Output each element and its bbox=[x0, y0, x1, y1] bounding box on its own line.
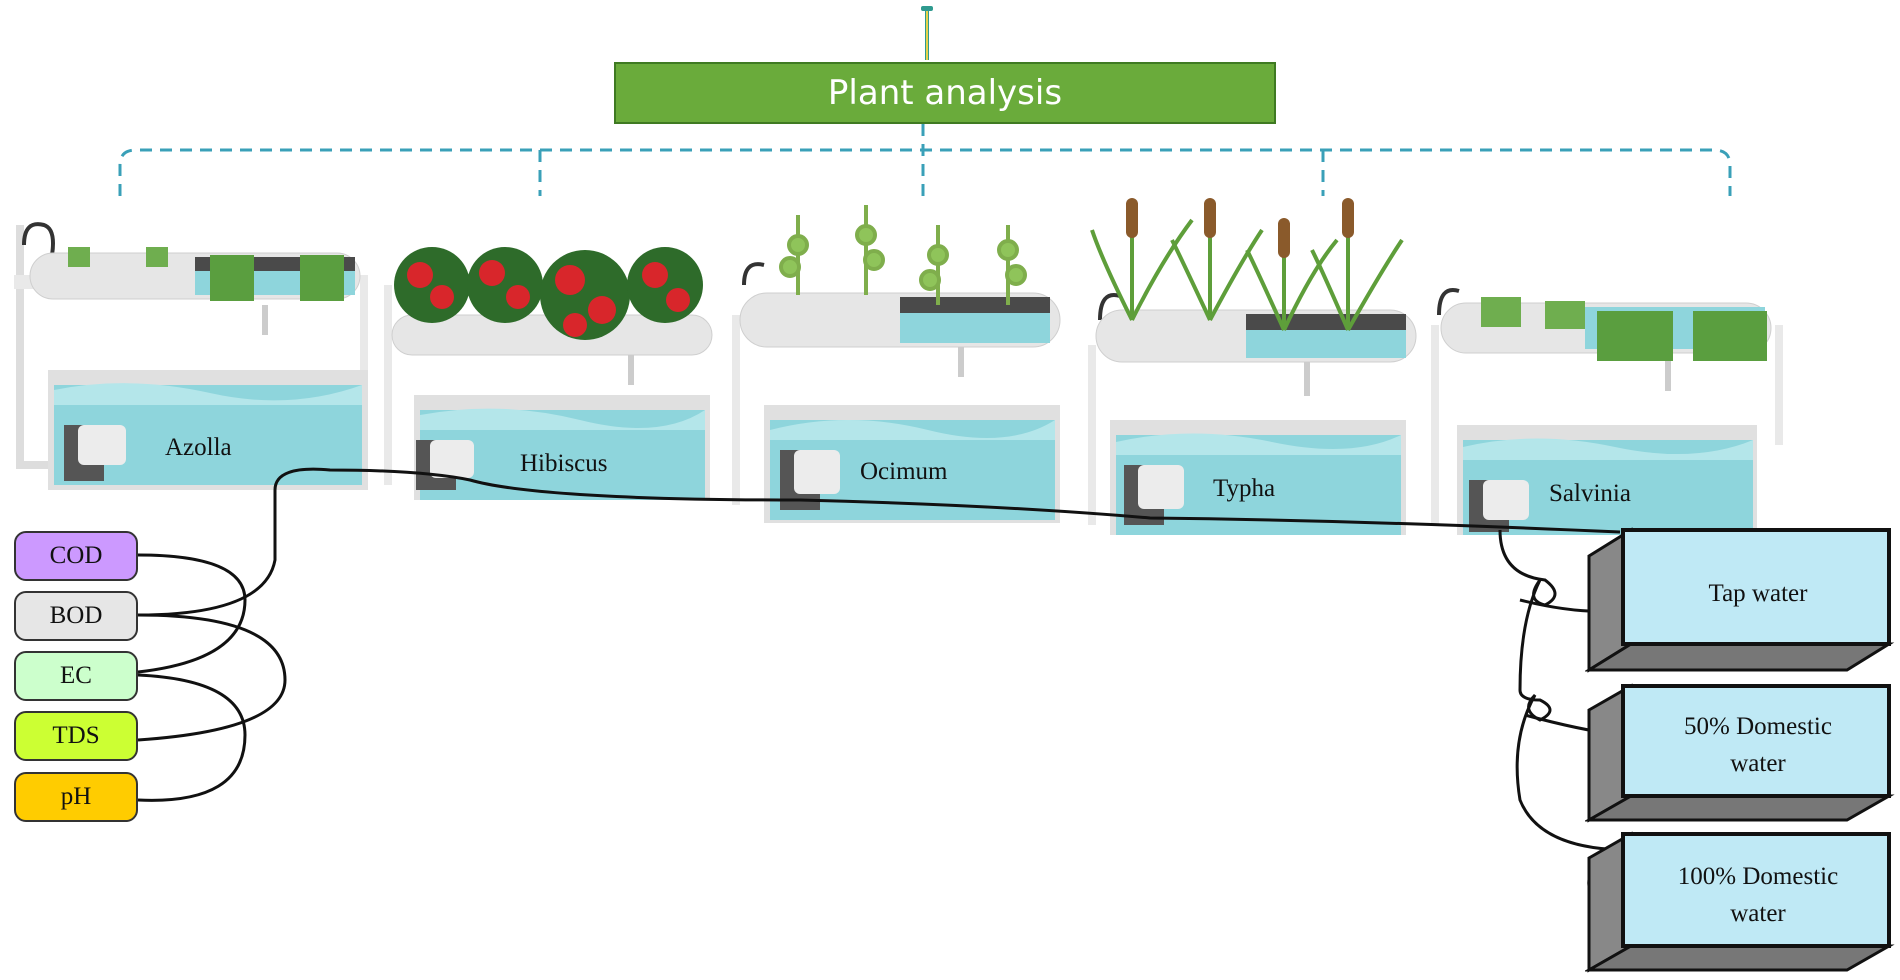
plant-analysis-title: Plant analysis bbox=[614, 62, 1276, 124]
plant-label-typha: Typha bbox=[1213, 475, 1276, 502]
water-label-tap: Tap water bbox=[1708, 580, 1808, 607]
plant-label-azolla: Azolla bbox=[165, 434, 232, 461]
pin-icon bbox=[921, 6, 933, 60]
plant-label-ocimum: Ocimum bbox=[860, 458, 948, 485]
param-ph: pH bbox=[14, 772, 138, 822]
hydroponic-unit-salvinia bbox=[1431, 288, 1783, 535]
param-bod: BOD bbox=[14, 591, 138, 641]
plant-label-hibiscus: Hibiscus bbox=[520, 450, 608, 477]
plant-label-salvinia: Salvinia bbox=[1549, 480, 1631, 507]
param-cod: COD bbox=[14, 531, 138, 581]
water-label-100-domestic: 100% Domestic water bbox=[1677, 863, 1839, 927]
bracket-connector bbox=[118, 124, 1732, 196]
param-tds: TDS bbox=[14, 711, 138, 761]
water-label-50-domestic: 50% Domestic water bbox=[1684, 713, 1832, 777]
param-ec: EC bbox=[14, 651, 138, 701]
